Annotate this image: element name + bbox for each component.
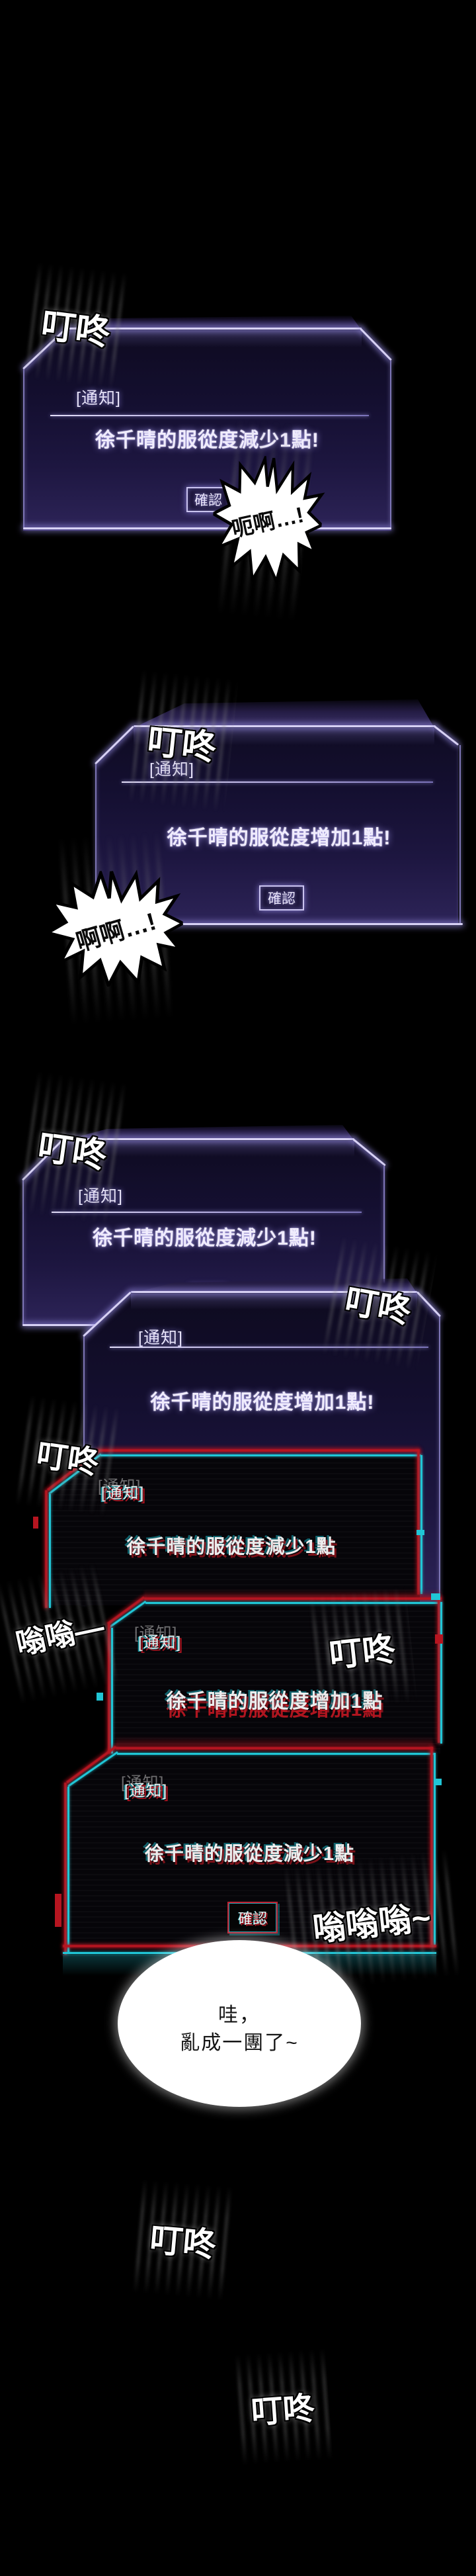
dialog-edge — [420, 1455, 422, 1594]
title-underline — [110, 1347, 428, 1348]
dialog-message: 徐千晴的服從度減少1點 — [144, 1843, 355, 1865]
dialog-edge — [459, 745, 461, 924]
sfx-ding-dong-6: 叮咚 — [314, 1613, 409, 1685]
dialog-top-border — [99, 1449, 420, 1452]
dialog-top-border — [116, 1747, 433, 1750]
confirm-button[interactable]: 確認 — [227, 1902, 278, 1933]
dialog-edge — [111, 1628, 113, 1754]
dialog-top-border — [63, 1138, 354, 1140]
dialog-edge — [438, 1597, 440, 1743]
dialog-roof — [116, 1736, 433, 1746]
dialog-edge — [390, 361, 391, 529]
sfx-ding-dong-4: 叮咚 — [329, 1263, 428, 1344]
glitch-fragment — [434, 1779, 442, 1785]
sfx-ding-dong-3: 叮咚 — [24, 1098, 122, 1199]
sfx-rumble-2: 嗡嗡嗡~ — [289, 1877, 454, 1965]
dialog-message: 徐千晴的服從度增加1點! — [150, 1392, 375, 1413]
dialog-edge — [417, 1450, 420, 1595]
confirm-button[interactable]: 確認 — [259, 885, 304, 910]
speech-line-2: 亂成一團了~ — [180, 2032, 299, 2054]
glitch-fragment — [435, 1634, 443, 1644]
burst-shape — [210, 453, 325, 586]
sfx-ding-dong-5: 叮咚 — [22, 1422, 115, 1489]
dialog-edge — [439, 1317, 440, 1605]
speech-bubble: 哇， 亂成一團了~ — [118, 1940, 361, 2107]
dialog-title: [通知] — [138, 1329, 183, 1347]
dialog-edge — [22, 1180, 24, 1325]
title-underline — [52, 1212, 362, 1213]
dialog-top-border — [134, 725, 436, 727]
sfx-ding-dong-8: 叮咚 — [239, 2376, 326, 2438]
speech-line-1: 哇， — [218, 2004, 260, 2026]
dialog-message: 徐千晴的服從度增加1點! — [167, 827, 391, 849]
burst-bubble-1: 呃啊…! — [207, 451, 329, 588]
burst-shape — [44, 867, 186, 990]
glitch-fragment — [97, 1693, 103, 1701]
sfx-ding-dong-1: 叮咚 — [30, 289, 123, 362]
dialog-title-ghost: [通知] — [134, 1624, 178, 1642]
dialog-top-border — [131, 1291, 417, 1293]
dialog-message: 徐千晴的服從度減少1點 — [126, 1536, 337, 1558]
title-underline — [50, 415, 369, 416]
dialog-edge — [440, 1602, 442, 1744]
dialog-edge — [49, 1494, 51, 1608]
dialog-edge — [108, 1624, 110, 1754]
glitch-fragment — [431, 1593, 440, 1600]
dialog-title: [通知] — [138, 1634, 182, 1652]
dialog-top-border — [144, 1597, 442, 1600]
dialog-roof — [64, 316, 362, 330]
sfx-rumble-1: 嗡嗡— — [4, 1589, 116, 1677]
dialog-top-border — [64, 328, 362, 330]
dialog-edge — [64, 1783, 67, 1955]
dialog-message: 徐千晴的服從度減少1點! — [93, 1227, 317, 1249]
dialog-top-border — [100, 1454, 421, 1456]
sfx-ding-dong-7: 叮咚 — [138, 2207, 228, 2274]
dialog-edge — [430, 1747, 433, 1945]
dialog-edge — [45, 1490, 48, 1608]
title-underline — [122, 781, 433, 783]
dialog-bottom-border — [23, 527, 391, 529]
dialog-edge — [67, 1787, 69, 1953]
glitch-fragment — [33, 1517, 38, 1529]
dialog-top-border — [145, 1602, 442, 1604]
dialog-title: [通知] — [76, 389, 121, 408]
dialog-bottom-border — [95, 923, 463, 925]
dialog-edge — [23, 369, 24, 529]
dialog-title-ghost: [通知] — [121, 1774, 165, 1792]
glitch-fragment — [416, 1530, 424, 1535]
burst-bubble-2: 啊啊…! — [44, 866, 187, 991]
dialog-title: [通知] — [124, 1782, 168, 1800]
dialog-roof — [99, 1444, 420, 1450]
dialog-top-border — [117, 1753, 434, 1755]
glitch-fragment — [55, 1894, 61, 1927]
dialog-message: 徐千晴的服從度減少1點! — [95, 429, 319, 451]
sfx-ding-dong-2: 叮咚 — [134, 697, 231, 785]
